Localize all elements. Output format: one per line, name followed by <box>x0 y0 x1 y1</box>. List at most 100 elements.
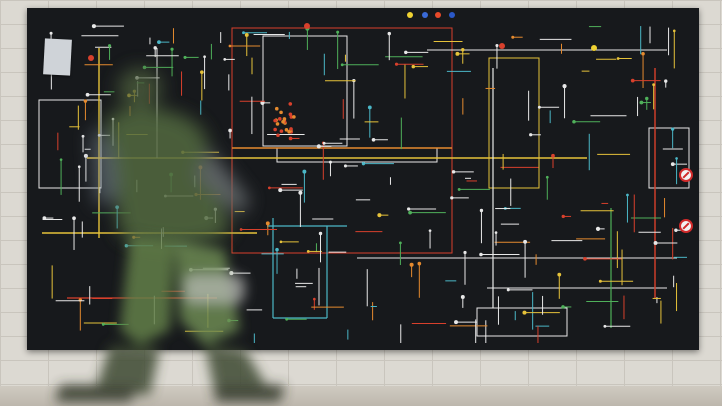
schematic-node <box>336 30 340 34</box>
schematic-node <box>499 43 505 49</box>
schematic-node <box>276 133 280 138</box>
schematic-node <box>108 44 112 48</box>
schematic-node <box>422 12 428 18</box>
schematic-node <box>83 99 88 103</box>
schematic-node <box>282 117 287 121</box>
schematic-node <box>198 165 203 170</box>
schematic-node <box>239 228 243 231</box>
schematic-node <box>275 122 280 126</box>
schematic-node <box>367 105 372 110</box>
schematic-node <box>394 62 399 66</box>
schematic-node <box>377 213 382 218</box>
schematic-node <box>260 100 265 105</box>
schematic-node <box>288 102 293 106</box>
floor <box>0 386 722 406</box>
schematic-node <box>279 240 283 244</box>
schematic-node <box>287 129 291 134</box>
schematic-node <box>298 190 303 195</box>
schematic-node <box>591 45 597 51</box>
schematic-node <box>371 137 376 142</box>
schematic-node <box>313 297 316 301</box>
schematic-node <box>572 119 576 124</box>
schematic-node <box>641 51 645 56</box>
schematic-node <box>265 221 270 226</box>
schematic-node <box>157 40 161 45</box>
schematic-node <box>450 196 454 200</box>
schematic-node <box>127 93 131 98</box>
schematic-node <box>101 322 105 326</box>
schematic-node <box>495 43 499 48</box>
schematic-node <box>408 210 412 215</box>
schematic-node <box>274 106 279 111</box>
schematic-node <box>244 33 249 37</box>
schematic-node <box>111 117 115 121</box>
schematic-node <box>616 57 620 60</box>
schematic-node <box>664 79 668 83</box>
schematic-node <box>316 144 321 149</box>
schematic-node <box>59 158 63 161</box>
schematic-node <box>417 261 422 266</box>
schematic-node <box>451 170 456 174</box>
schematic-node <box>551 153 555 158</box>
schematic-node <box>188 267 193 272</box>
schematic-lines <box>38 12 690 343</box>
schematic-node <box>322 141 326 145</box>
grid-schematic-board <box>27 8 699 350</box>
schematic-node <box>279 110 283 115</box>
schematic-node <box>340 63 344 67</box>
schematic-node <box>278 188 283 193</box>
schematic-node <box>273 127 277 132</box>
no-entry-sign-icon <box>679 219 693 233</box>
schematic-node <box>645 96 649 101</box>
schematic-node <box>598 279 602 283</box>
schematic-node <box>557 272 562 277</box>
schematic-node <box>522 310 527 315</box>
schematic-node <box>545 175 549 179</box>
schematic-node <box>454 320 458 325</box>
schematic-node <box>42 216 47 220</box>
schematic-node <box>537 105 541 109</box>
schematic-frame <box>488 57 540 189</box>
schematic-node <box>630 78 635 83</box>
schematic-node <box>479 208 484 213</box>
schematic-node <box>142 65 147 70</box>
schematic-node <box>653 240 658 245</box>
schematic-frame <box>648 127 690 189</box>
schematic-node <box>288 112 293 117</box>
schematic-node <box>404 50 408 55</box>
schematic-node <box>91 24 96 29</box>
schematic-node <box>181 150 185 154</box>
schematic-node <box>292 115 296 119</box>
schematic-node <box>523 239 528 244</box>
schematic-node <box>583 257 587 261</box>
schematic-node <box>562 84 567 89</box>
schematic-node <box>511 35 515 39</box>
schematic-node <box>213 207 217 211</box>
schematic-node <box>170 47 174 51</box>
schematic-node <box>97 133 101 137</box>
schematic-node <box>281 119 285 124</box>
no-entry-sign-icon <box>679 168 693 182</box>
schematic-node <box>242 31 245 35</box>
schematic-node <box>284 128 289 132</box>
schematic-node <box>200 70 204 74</box>
schematic-node <box>411 64 416 69</box>
schematic-node <box>361 161 366 166</box>
schematic-node <box>409 262 414 267</box>
schematic-node <box>304 23 310 29</box>
schematic-node <box>132 89 137 93</box>
schematic-node <box>529 133 533 137</box>
schematic-node <box>279 129 284 133</box>
schematic-node <box>479 252 483 257</box>
schematic-node <box>83 153 88 158</box>
schematic-node <box>115 205 120 210</box>
schematic-node <box>603 324 607 328</box>
schematic-node <box>153 46 157 50</box>
schematic-node <box>328 160 332 164</box>
schematic-node <box>387 31 391 36</box>
schematic-node <box>223 58 227 61</box>
schematic-node <box>135 76 139 80</box>
schematic-node <box>124 244 129 248</box>
schematic-node <box>343 164 347 168</box>
